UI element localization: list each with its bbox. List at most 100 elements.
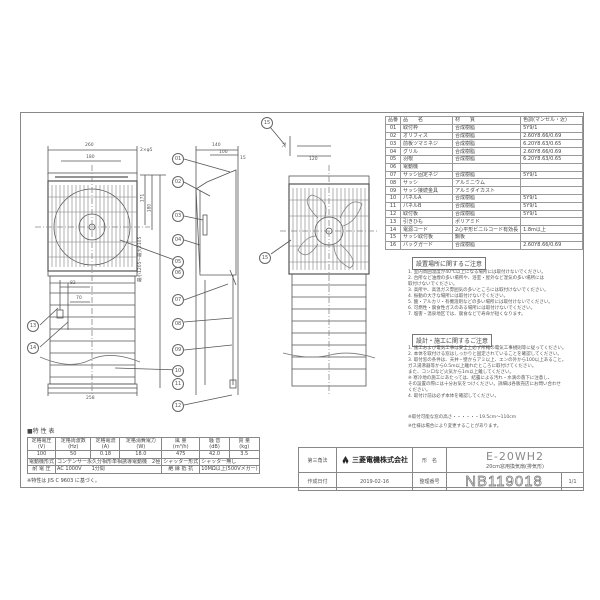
title-block-row-2: 作成日付 2019-02-16 整理番号 NB119018 1/1 <box>298 472 584 491</box>
part-name: パネルB <box>400 201 454 211</box>
callout-01: 01 <box>172 153 184 165</box>
part-color: 2.60Y8.66/0.69 <box>520 131 583 141</box>
dim-cord-offset-2: 70 <box>76 296 82 301</box>
part-no: 02 <box>384 131 402 141</box>
part-color <box>520 178 583 188</box>
install-note: 1. 室内周囲温度が40℃以上になる場所には取付けないでください。 <box>408 270 546 275</box>
part-color: 2.60Y8.66/0.69 <box>520 240 583 250</box>
callout-04: 04 <box>172 234 184 246</box>
sheet-number: 1/1 <box>561 472 584 491</box>
header-color: 色調(マンセル・近) <box>520 116 583 125</box>
spec-header: 定格消費電力(W) <box>119 437 163 451</box>
part-no: 10 <box>384 193 402 203</box>
part-no: 09 <box>384 186 402 195</box>
part-color <box>520 162 583 172</box>
spec-header-label: 質 量 <box>238 438 251 445</box>
part-material: アルミニウム <box>452 178 522 188</box>
callout-10: 10 <box>172 365 184 377</box>
part-color <box>520 232 583 242</box>
part-material: 2心平形ビニルコード有効長 <box>452 225 522 234</box>
part-color: 5Y9/1 <box>520 193 583 203</box>
design-note: 4. 取付け前は必ず本体を確認してください。 <box>408 394 499 399</box>
dim-depth-inner: 100 <box>219 150 228 155</box>
design-notes-list: 1. 施工および電気工事は安全上必ず所轄の電気工事規則等に従ってください。 2.… <box>408 346 566 400</box>
spec-current: 0.18 <box>90 450 121 459</box>
model-cell: E-20WH2 20cm窓用換気扇(排気形) <box>446 447 584 473</box>
spec-header-label: 定格電流 <box>95 438 116 445</box>
spec-table: 定格電圧(V) 定格周波数(Hz) 定格電流(A) 定格消費電力(W) 風 量(… <box>26 437 260 474</box>
part-name: オリフィス <box>400 131 454 141</box>
part-name: 前板ツマミネジ <box>400 139 454 149</box>
dim-cord-offset-1: 82 <box>70 281 76 286</box>
part-material: ポリアミド <box>452 217 522 227</box>
spec-voltage: 100 <box>26 450 57 459</box>
callout-11: 11 <box>172 378 184 390</box>
spec-header: 定格電圧(V) <box>26 437 57 451</box>
model-description: 20cm窓用換気扇(排気形) <box>486 464 544 470</box>
dim-detail-height: 34 <box>282 142 288 148</box>
company-cell: 三菱電機株式会社 <box>336 447 413 473</box>
design-note: ※ 寒冷地の施工にあたっては、結露による汚れ・水滴の落下に注意し、 <box>408 376 553 381</box>
spec-header-label: 定格消費電力 <box>125 438 156 445</box>
part-no: 04 <box>384 147 402 156</box>
title-block: 第三角法 三菱電機株式会社 形 名 E-20WH2 20cm窓用換気扇(排気形)… <box>298 447 584 491</box>
spec-header-label: 騒 音 <box>208 438 221 445</box>
dim-depth: 140 <box>212 143 221 148</box>
spec-header-row: 定格電圧(V) 定格周波数(Hz) 定格電流(A) 定格消費電力(W) 風 量(… <box>26 437 260 451</box>
dim-hole: 2×φ5 <box>140 148 153 153</box>
part-no: 01 <box>384 123 402 133</box>
part-name: 羽根 <box>400 154 454 164</box>
title-block-row-1: 第三角法 三菱電機株式会社 形 名 E-20WH2 20cm窓用換気扇(排気形) <box>298 447 584 473</box>
callout-06: 06 <box>172 267 184 279</box>
install-note: 取付けないでください。 <box>408 282 458 287</box>
motor-label: 電動機形式 <box>26 457 57 466</box>
spec-header: 定格周波数(Hz) <box>55 437 92 451</box>
spec-header-label: 定格周波数 <box>60 438 86 445</box>
part-name: 取付板 <box>400 209 454 219</box>
spec-values-row: 100 50 0.18 18.0 475 42.0 3.5 <box>26 450 260 459</box>
part-no: 07 <box>384 170 402 180</box>
callout-08: 08 <box>172 318 184 330</box>
spec-header-unit: (kg) <box>239 444 250 450</box>
withstand-label: 耐 電 圧 <box>26 465 57 474</box>
document-number: NB119018 <box>446 472 562 491</box>
callout-09: 09 <box>172 344 184 356</box>
part-name: サッシ固定ネジ <box>400 170 454 180</box>
part-no: 14 <box>384 225 402 234</box>
part-color: 5Y9/1 <box>520 201 583 211</box>
spec-header-unit: (W) <box>136 444 146 450</box>
spec-motor-row: 電動機形式 コンデンサー永久分相形単相誘導電動機 2極 シャッター形式 シャッタ… <box>26 457 260 466</box>
insulation-label: 絶 縁 抵 抗 <box>161 465 201 474</box>
part-name: 引きひも <box>400 217 454 227</box>
part-material: 合成樹脂 <box>452 131 522 141</box>
header-no: 品番 <box>384 116 402 125</box>
spec-header-unit: (Hz) <box>68 444 79 450</box>
part-name: サッシ <box>400 178 454 188</box>
spec-header-label: 定格電圧 <box>31 438 52 445</box>
part-material <box>452 162 522 172</box>
part-no: 05 <box>384 154 402 164</box>
install-note: 4. 振動の大きな場所には取付けないでください。 <box>408 294 509 299</box>
spec-header-unit: (dB) <box>209 444 220 450</box>
spec-table-title: ■特 性 表 <box>27 428 55 435</box>
withstand-value: AC 1000V 1分間 <box>55 465 163 474</box>
spec-header: 質 量(kg) <box>228 437 260 451</box>
part-material: 鋼板 <box>452 232 522 242</box>
spec-header-unit: (m³/h) <box>172 444 189 450</box>
footnote-window-height: ※取付可能な窓の高さ・・・・・・19.5cm〜110cm <box>408 415 517 420</box>
dim-side-height-2: 180 <box>147 203 153 213</box>
part-material: 合成樹脂 <box>452 139 522 149</box>
creation-date: 2019-02-16 <box>336 472 413 491</box>
part-material: 合成樹脂 <box>452 193 522 203</box>
model-label: 形 名 <box>412 447 447 473</box>
part-color: 2.60Y8.66/0.69 <box>520 147 583 156</box>
dim-overall-height: 最小1205〜最大2105 <box>138 236 143 282</box>
standard-note: ※特性は JIS C 9603 に基づく。 <box>27 478 100 484</box>
part-no: 13 <box>384 217 402 227</box>
